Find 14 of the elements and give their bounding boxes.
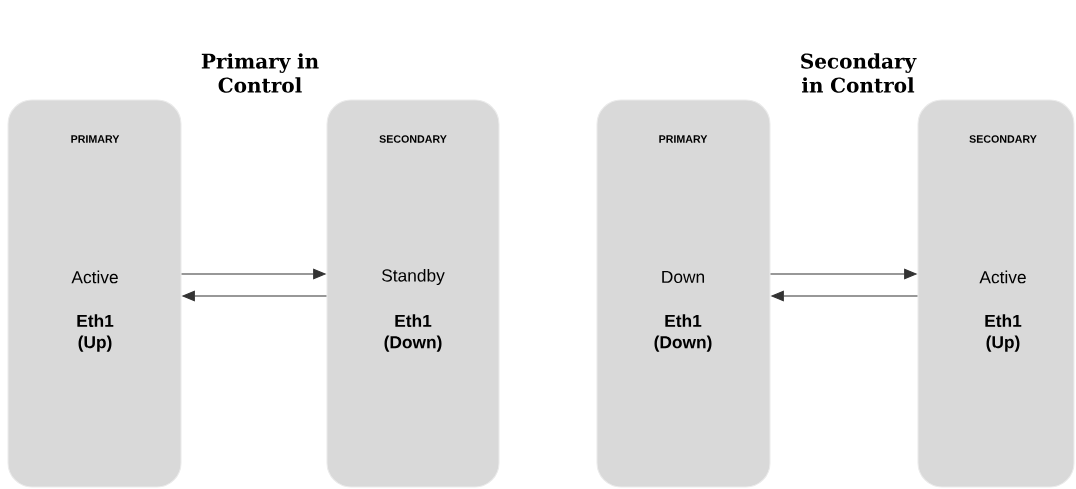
- node-label: Standby: [382, 268, 445, 286]
- heading: Primary in Control: [201, 53, 319, 93]
- heading: Secondary in Control: [801, 53, 917, 93]
- node-label: Active: [71, 270, 118, 284]
- node-label: Eth1 (Down): [654, 314, 712, 352]
- node-label: Down: [662, 270, 705, 284]
- node-label: SECONDARY: [969, 135, 1037, 143]
- node-label: PRIMARY: [659, 135, 708, 143]
- node-label: PRIMARY: [71, 135, 120, 143]
- node-label: Eth1 (Up): [77, 314, 114, 352]
- node-label: Eth1 (Down): [384, 314, 442, 352]
- node-label: SECONDARY: [379, 135, 447, 143]
- node-label: Active: [979, 270, 1026, 284]
- node-label: Eth1 (Up): [985, 314, 1022, 352]
